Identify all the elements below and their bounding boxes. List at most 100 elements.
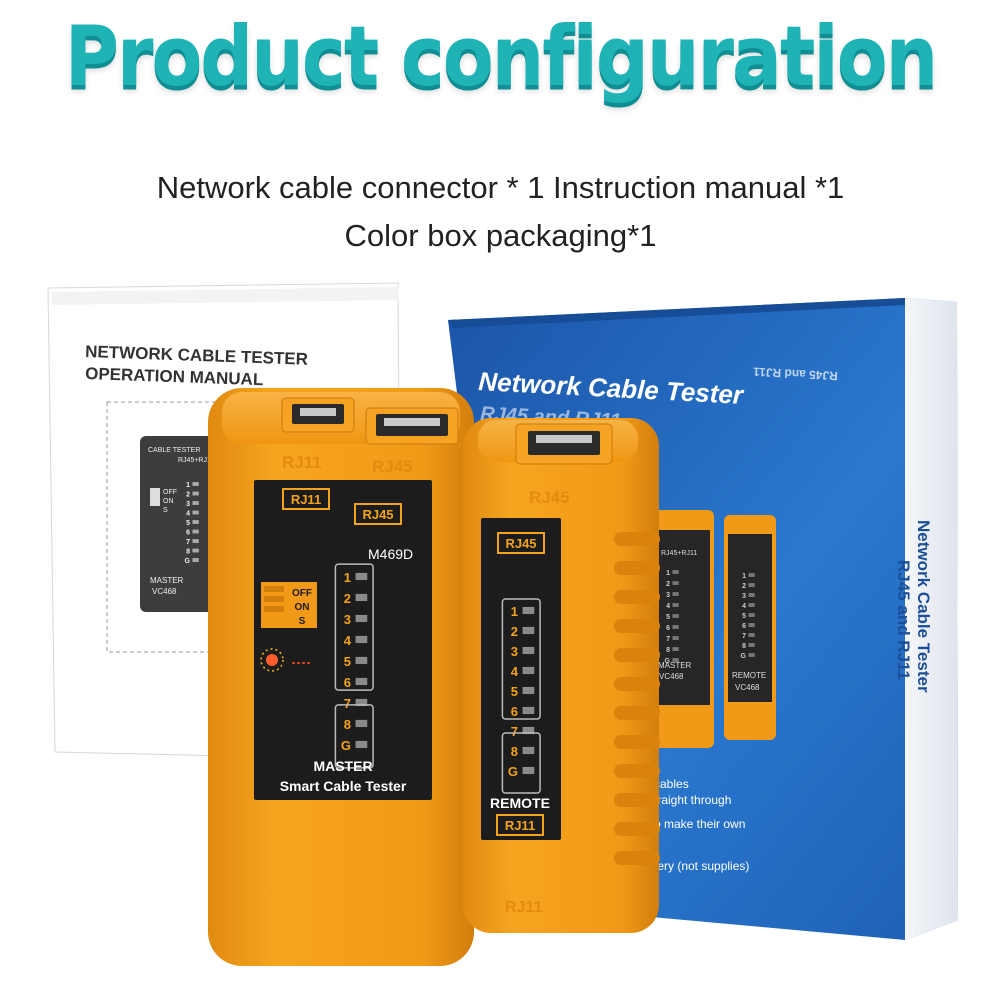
box-master-pin-led [672,625,679,629]
master-pin-led [355,677,368,686]
grip-ridge [614,851,660,865]
grip-ridge [614,532,660,546]
box-master-pin-label: 5 [666,614,670,621]
grip-ridge [614,706,660,720]
mini-pin-label: 2 [186,492,190,499]
master-description: Smart Cable Tester [280,778,407,794]
mini-master-label: MASTER [150,576,184,585]
box-side-subtitle: RJ45 and RJ11 [894,560,913,680]
master-model: M469D [368,546,413,562]
box-print-remote-model: VC468 [735,683,760,692]
master-power-switch[interactable]: OFF ON S [261,582,317,628]
master-embossed-rj11: RJ11 [282,453,322,472]
box-remote-pin-label: 3 [742,593,746,600]
box-remote-pin-label: 2 [742,583,746,590]
box-print-master-model: VC468 [659,672,684,681]
master-pin-led [355,572,368,581]
grip-ridge [614,590,660,604]
mini-pin-label: 8 [186,549,190,556]
remote-label-rj45: RJ45 [505,536,536,551]
remote-pin-led [522,666,535,675]
box-master-pin-label: 3 [666,592,670,599]
mini-pin-led [192,482,199,486]
box-print-master-pins: 1 2 3 4 5 6 7 8G [665,570,679,665]
remote-pin-group-7-g [501,732,541,794]
master-switch-off: OFF [292,588,312,599]
box-remote-pin-label: 8 [742,643,746,650]
master-switch-on: ON [295,602,310,613]
box-master-pin-led [672,658,679,662]
master-pin-label: 2 [344,591,351,606]
box-remote-pin-led [748,623,755,627]
box-master-pin-label: 2 [666,581,670,588]
remote-pin-led [522,646,535,655]
box-remote-pin-label: 5 [742,613,746,620]
mini-pin-label: 3 [186,501,190,508]
remote-pin-led [522,686,535,695]
remote-pin-led [522,746,535,755]
box-master-pin-led [672,581,679,585]
mini-pin-led [192,520,199,524]
master-label-rj45: RJ45 [362,507,393,522]
master-status-led [260,648,310,672]
box-remote-pin-label: 1 [742,573,746,580]
box-remote-pin-led [748,653,755,657]
grip-ridge [614,735,660,749]
box-master-pin-label: G [665,658,671,665]
remote-embossed-top: RJ45 [529,488,570,507]
remote-pin-led [522,766,535,775]
master-port-rj11 [281,397,355,433]
box-remote-pin-led [748,643,755,647]
master-name: MASTER [313,758,372,774]
box-text-line3: o make their own [654,817,745,831]
mini-pin-led [192,491,199,496]
remote-embossed-bottom: RJ11 [505,899,542,916]
remote-pin-label: 5 [511,684,518,699]
master-pin-label: 8 [344,717,351,732]
remote-pin-label: 7 [511,724,518,739]
package-contents-line1: Network cable connector * 1 Instruction … [156,170,845,205]
master-switch-s: S [299,616,306,627]
box-lid-text: RJ45 and RJ11 [752,365,838,383]
box-master-pin-label: 1 [666,570,670,577]
box-remote-pin-led [748,583,755,587]
mini-cable-tester-label: CABLE TESTER [148,447,200,454]
box-remote-pin-led [748,593,755,597]
box-master-pin-label: 6 [666,625,670,632]
master-pin-led [355,719,368,728]
master-pin-led [355,593,368,602]
remote-pin-led [522,626,535,635]
box-print-master-label: MASTER [658,661,692,670]
box-master-pin-label: 4 [666,603,670,610]
remote-port-rj45 [515,423,613,465]
grip-ridge [614,677,660,691]
box-master-pin-led [672,603,679,607]
mini-pin-led [192,510,199,515]
remote-pin-label: G [508,764,518,779]
mini-pin-label: 6 [186,530,190,537]
box-remote-pin-led [748,633,755,637]
mini-pin-label: 5 [186,520,190,527]
box-remote-pin-led [748,613,755,617]
mini-rj-label: RJ45+RJ11 [178,457,214,464]
grip-ridge [614,793,660,807]
master-tester-unit: RJ11 RJ45 RJ11 RJ45 M469D OFF ON S 12345… [208,388,474,966]
mini-switch-off: OFF [163,489,177,496]
box-master-pin-label: 8 [666,647,670,654]
mini-pin-label: 7 [186,539,190,546]
box-remote-pin-label: 4 [742,603,746,610]
package-contents-line2: Color box packaging*1 [344,218,657,253]
master-pin-led [355,656,368,665]
mini-pin-led [192,558,199,562]
box-remote-pin-led [748,573,755,577]
box-master-pin-label: 7 [666,636,670,643]
master-pin-group-7-g [334,704,374,769]
remote-pin-label: 4 [511,664,519,679]
grip-ridge [614,764,660,778]
master-pin-label: 7 [344,696,351,711]
box-master-pin-led [672,592,679,596]
box-master-pin-led [672,636,679,640]
